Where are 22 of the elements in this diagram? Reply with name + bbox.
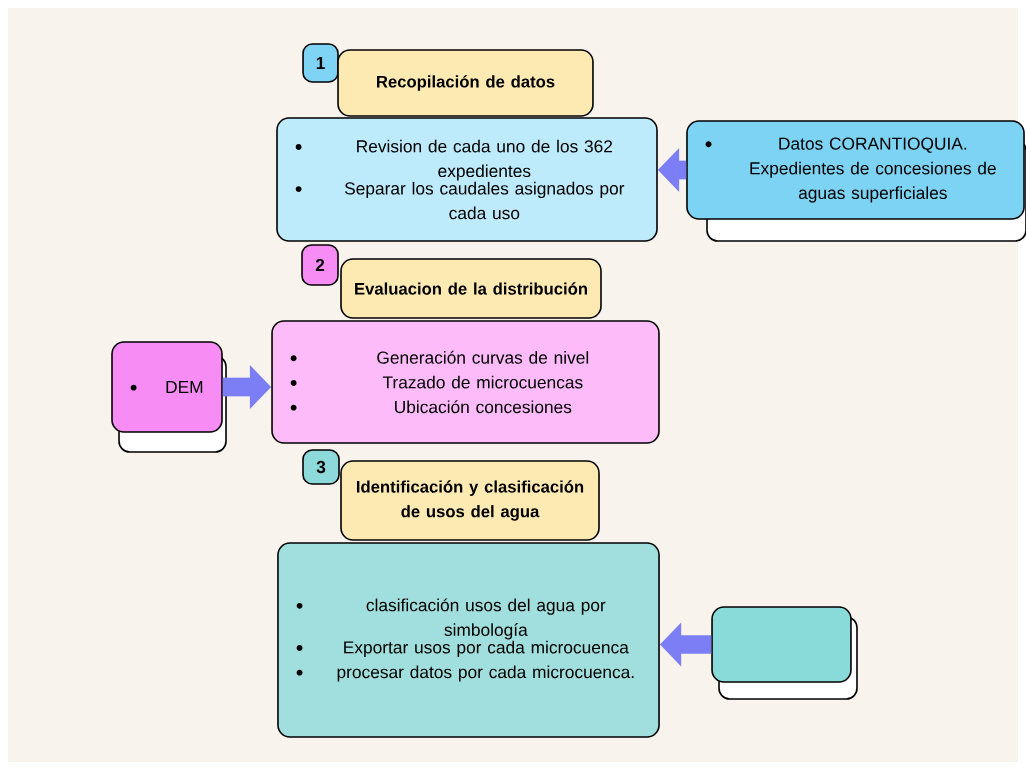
bullet-list-box: [686, 120, 1025, 220]
bullet-item: DEM: [130, 381, 203, 393]
bullet-list-box: [271, 320, 660, 444]
step-number-badge: 1: [302, 43, 339, 83]
step-title-box: Identificación y clasificación de usos del agua: [340, 460, 600, 541]
bullet-item: Separar los caudales asignados por cada uso: [295, 181, 625, 220]
bullet-item: Revision de cada uno de los 362 expedientes: [295, 139, 612, 181]
step-title-box: Evaluacion de la distribución: [340, 258, 602, 319]
bullet-item: procesar datos por cada microcuenca.: [296, 665, 634, 682]
bullet-item: clasificación usos del agua por simbología: [296, 598, 606, 640]
bullet-item: Datos CORANTIOQUIA. Expedientes de concesiones de aguas superficiales: [705, 137, 996, 203]
bullet-item: Exportar usos por cada microcuenca: [296, 640, 629, 657]
bullet-item: Generación curvas de nivel: [290, 350, 589, 364]
empty-box: [711, 606, 852, 683]
step-number-badge: 3: [302, 449, 340, 485]
bullet-item: Trazado de microcuencas: [290, 375, 583, 389]
bullet-list-box: [276, 117, 658, 242]
bullet-list-box: [277, 542, 660, 738]
bullet-item: Ubicación concesiones: [290, 400, 572, 414]
step-number-badge: 2: [301, 244, 339, 286]
step-title-box: Recopilación de datos: [337, 49, 594, 117]
bullet-list-box: [111, 341, 223, 433]
